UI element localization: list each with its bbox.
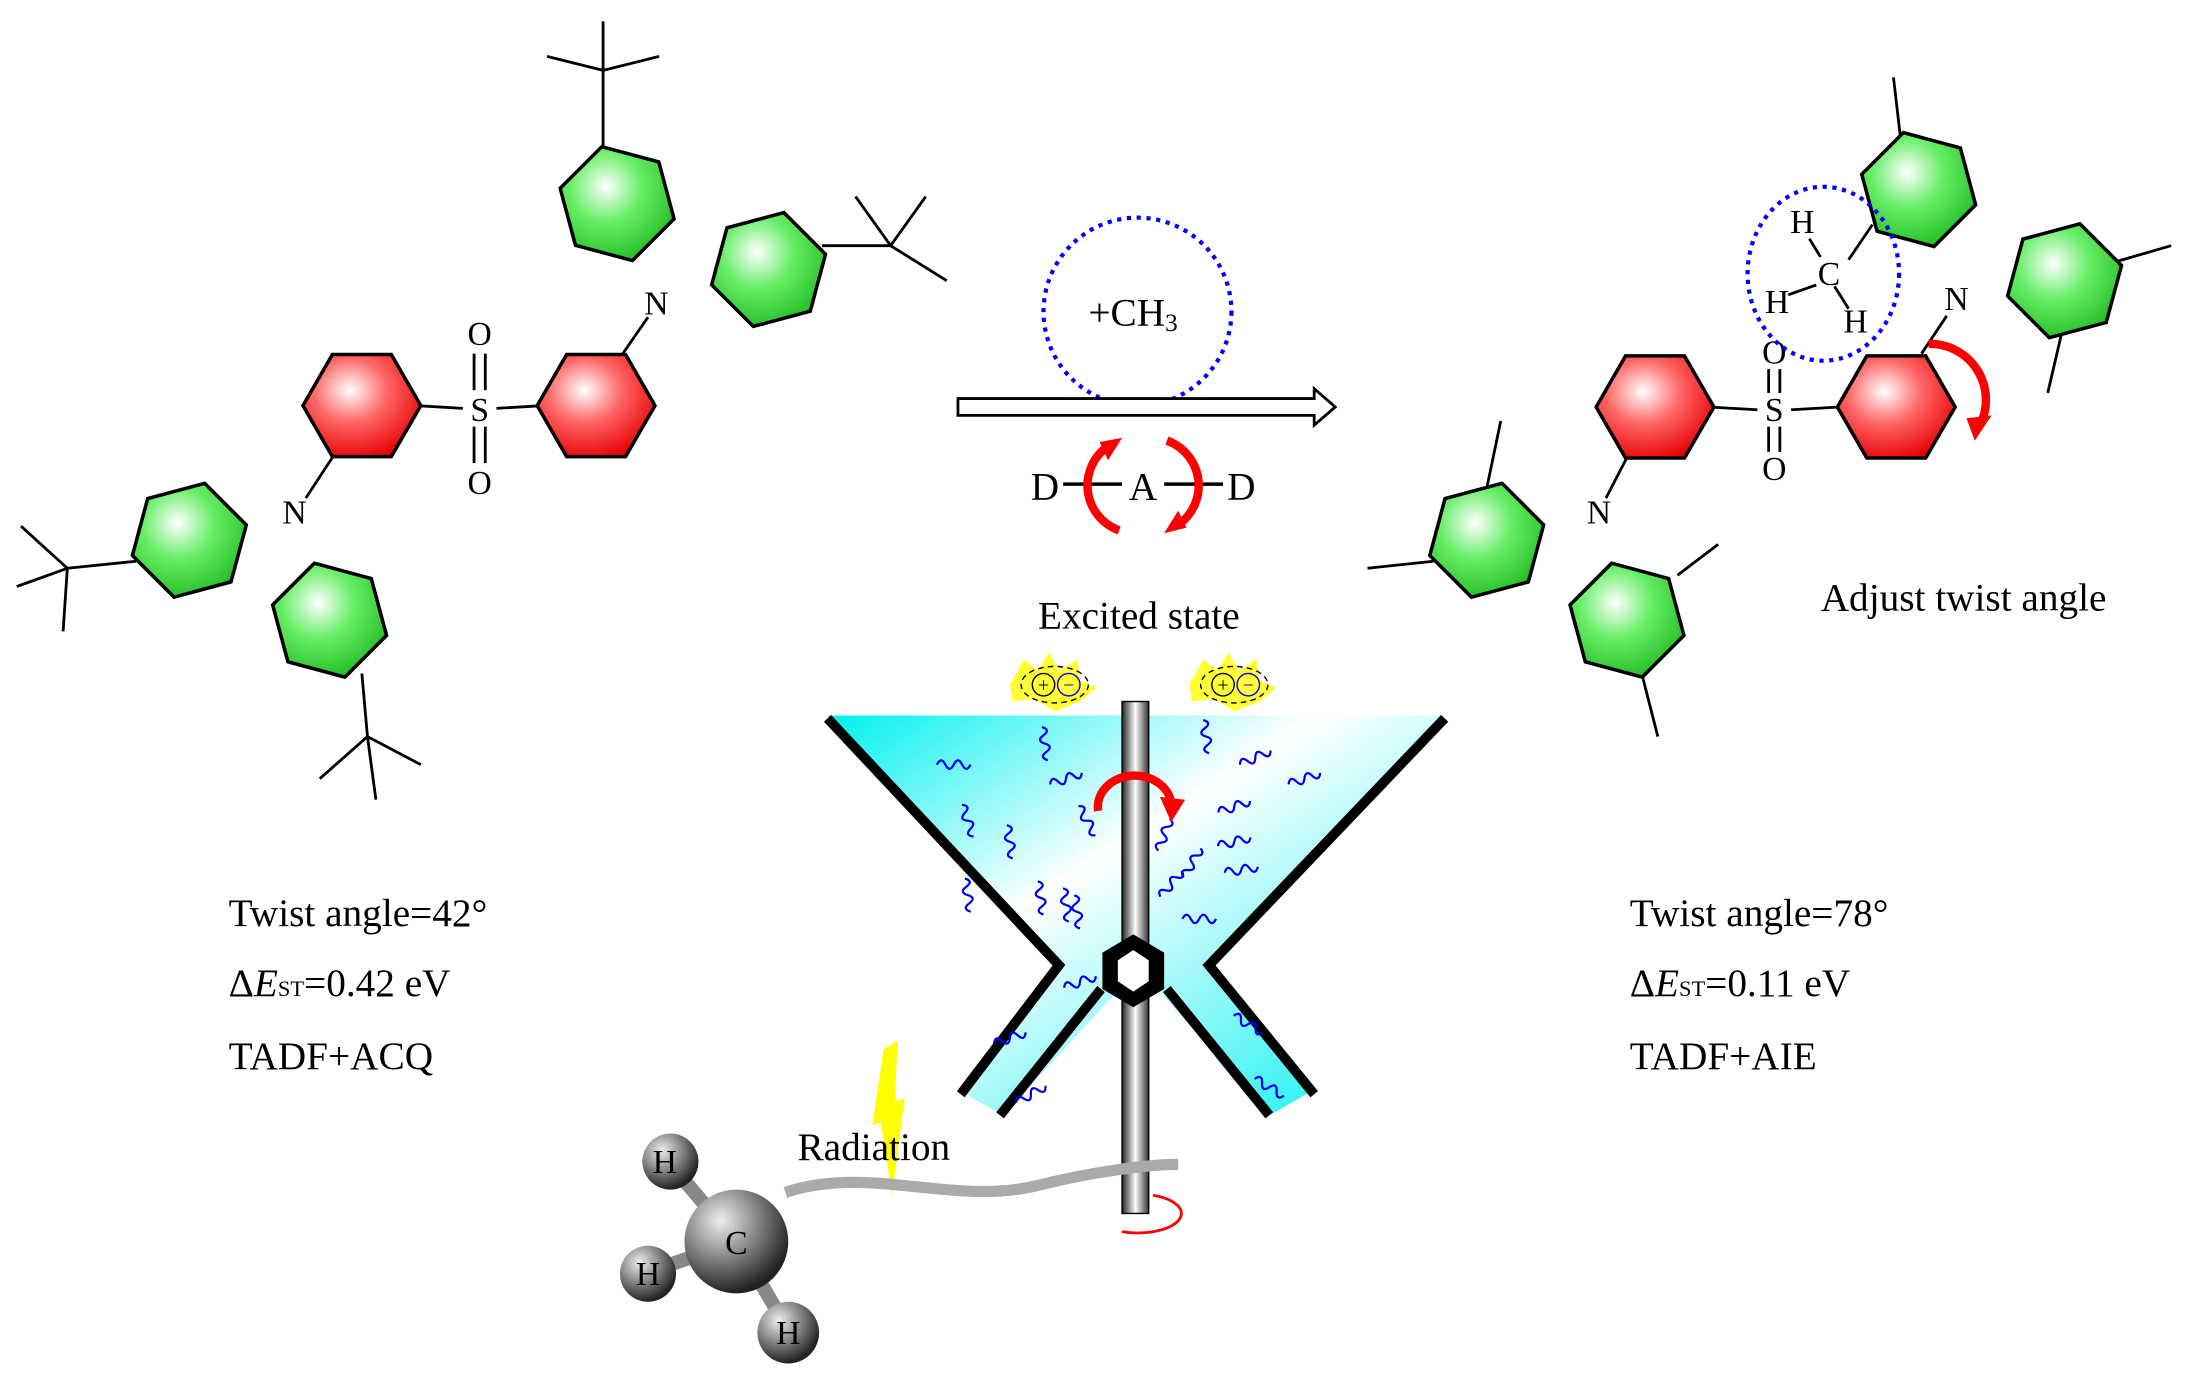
rotation-arrow [1165,436,1203,529]
emission-wave [1063,975,1097,989]
atom-o: O [1762,451,1786,488]
atom-s: S [1765,392,1784,429]
left-bonds [16,21,948,800]
emission-wave [1223,863,1259,876]
donor-ring [709,210,828,329]
atom-h: H [1843,304,1867,341]
acceptor-ring [535,352,658,459]
emission-wave [1216,835,1252,849]
emission-wave [1238,750,1272,765]
right-type: TADF+AIE [1630,1035,1817,1078]
svg-text:+: + [1038,676,1049,697]
atom-n: N [644,285,668,322]
donor-ring [1427,481,1546,600]
left-rings [130,144,828,680]
donor-ring [2005,221,2124,340]
donor-ring [1568,561,1686,680]
atom-n: N [1587,494,1611,531]
rope [783,1158,1179,1198]
emission-wave [961,803,975,838]
emission-waves [935,718,1322,1103]
emission-wave [935,759,972,770]
right-bonds [1367,77,2172,737]
atom-h: H [1765,284,1789,321]
atom-h: H [1790,204,1814,241]
left-type: TADF+ACQ [229,1035,433,1078]
right-delta-est: ΔEST=0.11 eV [1630,962,1850,1005]
emission-wave [1233,1012,1264,1036]
atom-o: O [468,465,492,502]
emission-wave [1254,1075,1285,1099]
acceptor-ring [1835,354,1958,460]
donor-ring [270,561,389,680]
right-twist-angle: Twist angle=78° [1630,892,1889,935]
exciton-burst: + − [1009,652,1097,712]
emission-wave [1071,894,1084,930]
emission-wave [1154,818,1174,852]
donor-ring [1859,130,1978,249]
left-twist-angle: Twist angle=42° [229,892,488,935]
donor-ring [130,481,249,600]
exciton-burst: + − [1189,652,1277,712]
svg-text:−: − [1063,676,1074,697]
emission-wave [1200,718,1213,755]
atom-o: O [1762,334,1786,371]
emission-wave [1181,913,1218,925]
atom-c: C [725,1225,747,1262]
left-molecule: N N S O O [16,21,948,800]
emission-wave [1217,800,1252,814]
emission-wave [1034,880,1047,916]
atom-s: S [470,392,489,429]
dotted-ellipse [1745,184,1902,363]
emission-wave [1015,1085,1047,1103]
methyl-ball-model: C H H H [619,1133,820,1364]
lightning-bolt-icon [872,1040,905,1196]
atom-n: N [282,494,306,531]
emission-wave [1078,805,1096,837]
emission-wave [1038,725,1051,762]
emission-wave [961,877,974,913]
left-delta-est: ΔEST=0.42 eV [229,962,451,1005]
funnel: + − + − [823,652,1449,1215]
emission-wave [1049,772,1083,786]
svg-text:−: − [1243,676,1254,697]
donor-label: D [1227,466,1255,509]
emission-wave [1180,847,1204,879]
methyl-reagent: +CH3 [1088,292,1177,338]
emission-wave [1287,772,1322,786]
adjust-twist-label: Adjust twist angle [1821,576,2107,619]
svg-text:+: + [1217,676,1228,697]
reaction-arrow [956,385,1338,429]
emission-wave [1059,887,1072,923]
donor-label: D [1031,466,1059,509]
acceptor-ring [1594,354,1716,460]
twist-arrow [1928,339,1991,423]
radiation-label: Radiation [797,1126,950,1169]
atom-h: H [653,1144,677,1181]
acceptor-ring [300,352,423,459]
donor-ring [558,144,677,263]
rotation-arrow [1093,771,1176,812]
emission-wave [992,1031,1027,1045]
right-molecule: N N S O O H C H H [1367,77,2172,737]
atom-o: O [468,316,492,353]
atom-h: H [636,1256,660,1293]
right-rings [1427,130,2124,680]
atom-n: N [1944,281,1968,318]
d-a-d-scheme: D A D [1031,436,1255,535]
emission-wave [1003,824,1016,860]
atom-c: C [1818,256,1840,293]
acceptor-label: A [1129,466,1158,509]
rotation-arrow [1083,442,1121,535]
emission-wave [1158,870,1185,898]
excited-state-label: Excited state [1038,595,1240,638]
rotation-arrow [1121,1193,1183,1235]
atom-h: H [776,1315,800,1352]
